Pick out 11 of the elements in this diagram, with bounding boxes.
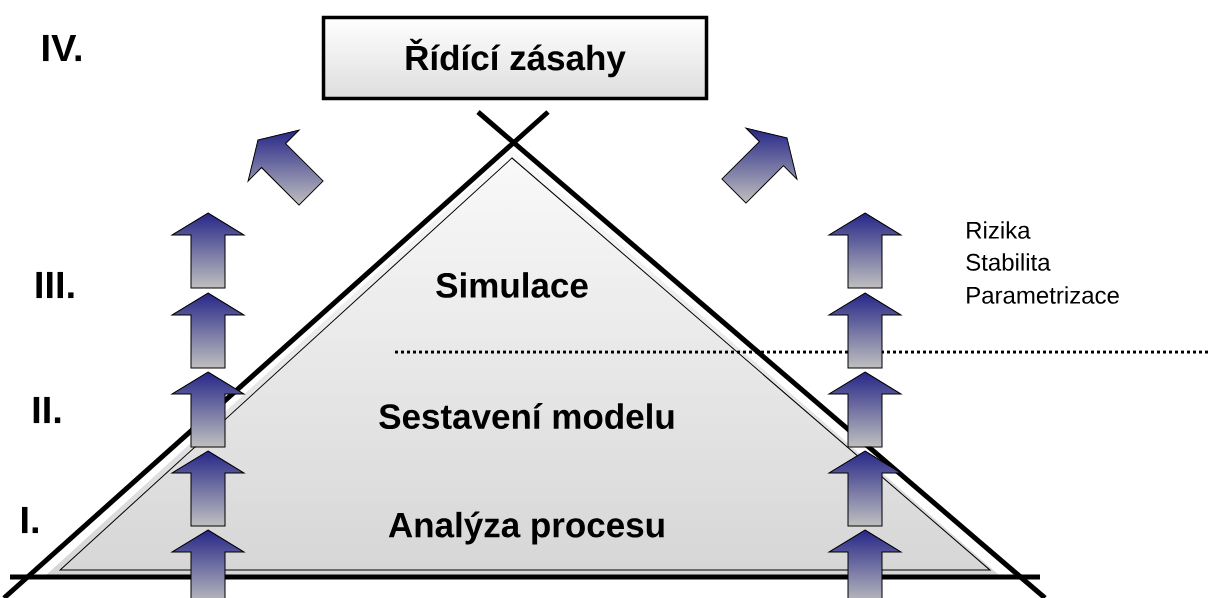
level-numeral: III. — [36, 271, 74, 299]
level-title: Simulace — [436, 272, 588, 298]
title-box: Řídící zásahy — [321, 15, 709, 101]
level-numeral: IV. — [43, 34, 81, 62]
level-numeral: I. — [22, 506, 38, 534]
note-text: Stabilita — [966, 253, 1051, 271]
note-text: Rizika — [967, 221, 1031, 239]
level-numeral: II. — [33, 396, 61, 424]
note-text: Parametrizace — [967, 286, 1119, 304]
level-title: Analýza procesu — [388, 511, 664, 545]
level-title: Sestavení modelu — [379, 403, 674, 429]
